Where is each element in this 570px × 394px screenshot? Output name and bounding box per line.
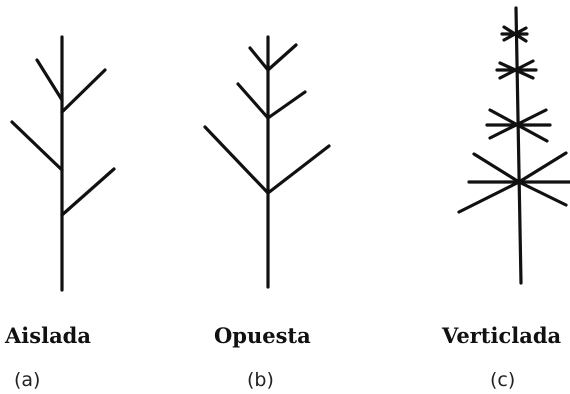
- aislada-branch-middle-left: [12, 122, 62, 170]
- opuesta-branch-middle-right: [268, 92, 305, 118]
- aislada-branch-upper-left: [37, 60, 62, 100]
- verticlada-whorl-4: [459, 153, 570, 212]
- letter-a: (a): [14, 369, 40, 391]
- verticlada-main-stem: [516, 8, 521, 283]
- label-verticlada: Verticlada: [441, 323, 562, 348]
- opuesta-branch-middle-left: [238, 84, 268, 118]
- verticlada-whorl-1: [502, 27, 527, 41]
- aislada-branch-upper-right: [62, 70, 105, 112]
- opuesta-branch-lower-left: [205, 127, 268, 193]
- opuesta-branch-top-right: [268, 45, 296, 70]
- tree-opuesta: [205, 37, 329, 287]
- label-opuesta: Opuesta: [214, 323, 311, 348]
- aislada-branch-lower-right: [62, 169, 114, 215]
- opuesta-branch-top-left: [250, 48, 268, 70]
- label-aislada: Aislada: [4, 323, 91, 348]
- letter-c: (c): [490, 369, 515, 391]
- letter-b: (b): [247, 369, 274, 391]
- tree-verticlada: [459, 8, 570, 283]
- tree-aislada: [12, 37, 114, 290]
- opuesta-branch-lower-right: [268, 146, 329, 193]
